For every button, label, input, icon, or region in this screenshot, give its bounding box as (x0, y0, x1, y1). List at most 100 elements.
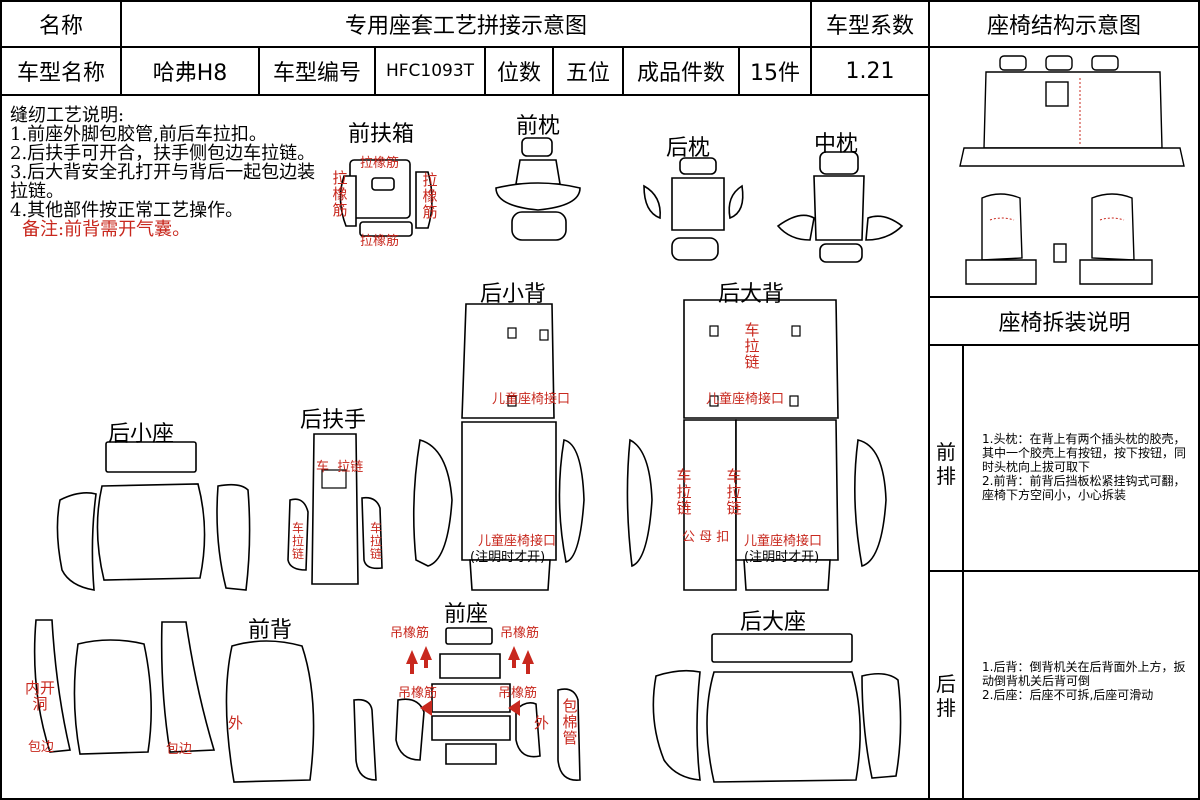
pieces-label-cell: 成品件数 (622, 46, 740, 96)
ann-male-female: 公 母 扣 (682, 530, 730, 545)
notes-item: 1.前座外脚包胶管,前后车拉扣。 (10, 124, 267, 145)
middle-pillow-pieces (776, 151, 904, 263)
side-divider-2 (928, 344, 1200, 346)
ann-car: 车 (316, 460, 330, 475)
ann-child-port-big-seat: 儿童座椅接口 (744, 534, 823, 549)
ann-elastic-right: 拉橡筋 (422, 171, 438, 221)
model-name: 哈弗H8 (152, 61, 228, 86)
label-middle-pillow: 中枕 (814, 132, 859, 157)
disassembly-title: 座椅拆装说明 (998, 311, 1131, 336)
pieces-cell: 15件 (738, 46, 812, 96)
ann-inner-hole: 内开洞 (24, 679, 55, 713)
structure-label-cell: 座椅结构示意图 (928, 0, 1200, 48)
rear-row-text: 1.后背：倒背机关在后背面外上方，扳动倒背机关后背可倒 2.后座：后座不可拆,后… (982, 660, 1186, 702)
ann-child-port-small-seat: 儿童座椅接口 (478, 534, 557, 549)
model-code: HFC1093T (385, 61, 475, 81)
pieces-value: 15件 (750, 61, 800, 86)
label-rear-big-seat: 后大座 (740, 610, 807, 635)
ann-elastic-bottom: 拉橡筋 (360, 234, 400, 249)
ann-cotton-pipe: 包棉管 (562, 697, 578, 747)
ann-elastic-left: 拉橡筋 (332, 169, 348, 219)
coefficient-cell: 1.21 (810, 46, 930, 96)
headrest-left (999, 55, 1027, 71)
side-label-col (962, 344, 964, 800)
rear-small-back-pieces (412, 303, 585, 591)
title-cell: 专用座套工艺拼接示意图 (120, 0, 812, 48)
model-name-label: 车型名称 (16, 61, 105, 86)
label-rear-small-back: 后小背 (480, 282, 547, 307)
notes-title: 缝纫工艺说明: (10, 105, 125, 126)
rear-pillow-pieces (643, 157, 744, 261)
name-label-cell: 名称 (0, 0, 122, 48)
ann-edge-wrap-left: 包边 (28, 740, 55, 755)
seats-cell: 五位 (552, 46, 624, 96)
side-row-divider (928, 570, 1200, 572)
model-name-cell: 哈弗H8 (120, 46, 260, 96)
ann-hang-elastic-br: 吊橡筋 (498, 686, 538, 701)
front-seat-pieces (353, 627, 581, 781)
seats-label-cell: 位数 (484, 46, 554, 96)
ann-hang-elastic-tl: 吊橡筋 (390, 626, 430, 641)
rear-row-label: 后排 (936, 672, 956, 720)
pattern-drawing (33, 137, 904, 783)
label-rear-small-seat: 后小座 (108, 422, 175, 447)
label-rear-armrest: 后扶手 (300, 408, 367, 433)
headrest-right (1091, 55, 1119, 71)
front-row-label: 前排 (936, 440, 956, 488)
model-code-label: 车型编号 (272, 61, 361, 86)
seats-value: 五位 (565, 61, 610, 86)
notes-item: 2.后扶手可开合，扶手侧包边车拉链。 (10, 143, 316, 164)
label-rear-pillow: 后枕 (666, 136, 711, 161)
page-title: 专用座套工艺拼接示意图 (344, 14, 587, 39)
notes-item: 4.其他部件按正常工艺操作。 (10, 200, 244, 221)
ann-zipper: 拉链 (337, 460, 364, 475)
ann-edge-wrap-right: 包边 (166, 742, 193, 757)
coeff-label: 车型系数 (825, 14, 914, 39)
rear-small-seat-pieces (56, 441, 251, 591)
rear-big-back-pieces (626, 299, 887, 591)
label-rear-big-back: 后大背 (718, 282, 785, 307)
ann-zipper-rear-left: 车拉链 (676, 467, 692, 517)
notes-item: 3.后大背安全孔打开与背后一起包边装拉链。 (10, 162, 316, 202)
coefficient-value: 1.21 (845, 58, 895, 84)
rear-armrest-pieces (287, 433, 383, 585)
ann-outer-right: 外 (534, 714, 550, 732)
rear-big-seat-pieces (652, 633, 902, 783)
ann-zipper-armrest-right: 车拉链 (369, 521, 382, 561)
name-label: 名称 (38, 14, 83, 39)
notes-remark: 备注:前背需开气囊。 (22, 219, 191, 240)
headrest-middle (1045, 55, 1073, 71)
label-front-seat: 前座 (444, 602, 489, 627)
label-front-back: 前背 (248, 618, 293, 643)
structure-label: 座椅结构示意图 (986, 14, 1141, 39)
seats-label: 位数 (496, 61, 541, 86)
front-pillow-pieces (495, 137, 581, 241)
side-divider-1 (928, 296, 1200, 298)
label-front-pillow: 前枕 (516, 114, 561, 139)
ann-zipper-armrest-left: 车拉链 (291, 521, 304, 561)
front-armrest-box-pieces (339, 159, 433, 237)
model-code-cell: HFC1093T (374, 46, 486, 96)
model-code-label-cell: 车型编号 (258, 46, 376, 96)
pieces-label: 成品件数 (636, 61, 725, 86)
sewing-notes: 缝纫工艺说明: 1.前座外脚包胶管,前后车拉扣。 2.后扶手可开合，扶手侧包边车… (10, 106, 320, 239)
coeff-label-cell: 车型系数 (810, 0, 930, 48)
ann-zipper-big-back: 车拉链 (744, 321, 760, 371)
elastic-arrows (406, 646, 534, 716)
ann-outer-left: 外 (228, 714, 244, 732)
ann-hang-elastic-tr: 吊橡筋 (500, 626, 540, 641)
front-back-pieces (33, 619, 315, 783)
ann-child-port-big-back: 儿童座椅接口 (706, 392, 785, 407)
model-name-label-cell: 车型名称 (0, 46, 122, 96)
front-row-text: 1.头枕：在背上有两个插头枕的胶壳，其中一个胶壳上有按钮，按下按钮，同时头枕向上… (982, 432, 1187, 502)
ann-child-port-note-big: (注明时才开) (744, 550, 820, 565)
ann-car-zipper-armrest: 车 拉链 (316, 456, 363, 475)
ann-hang-elastic-bl: 吊橡筋 (398, 686, 438, 701)
seat-structure-diagram (959, 55, 1185, 285)
ann-zipper-rear-right: 车拉链 (726, 467, 742, 517)
ann-elastic-top: 拉橡筋 (360, 156, 400, 171)
ann-child-port-small-back: 儿童座椅接口 (492, 392, 571, 407)
ann-child-port-note-small: (注明时才开) (470, 550, 546, 565)
label-front-armrest-box: 前扶箱 (348, 122, 415, 147)
